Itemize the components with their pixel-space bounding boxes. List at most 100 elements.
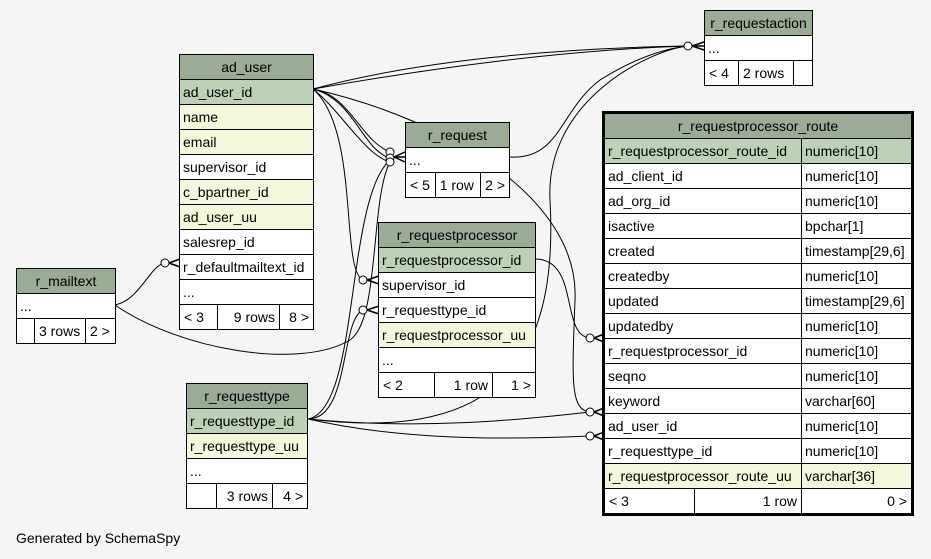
edge-requesttype-to-request [307, 159, 391, 420]
edge-processor-to-route [534, 258, 591, 339]
column-type: bpchar[1] [805, 218, 864, 234]
footer-parents[interactable]: < 2 [379, 373, 435, 397]
table-footer: < 2 1 row 1 > [379, 373, 535, 397]
edge-requesttype-to-route [307, 418, 591, 439]
edge-ad-user-to-requestaction [312, 45, 689, 90]
column-name: ad_user_id [605, 414, 802, 438]
table-footer: < 4 2 rows [705, 61, 812, 85]
fk-circle-route-user [585, 407, 595, 417]
table-header: r_requestprocessor_route [605, 114, 911, 139]
column-name: isactive [605, 214, 802, 238]
column-name: ad_org_id [605, 189, 802, 213]
column-name: updated [605, 289, 802, 313]
fk-circle-request-3 [385, 157, 395, 167]
footer-parents[interactable]: < 3 [180, 305, 218, 329]
column-type: varchar[36] [805, 468, 876, 484]
table-footer: < 3 9 rows 8 > [180, 305, 313, 329]
fk-circle-processor-requesttype [358, 305, 368, 315]
table-r-requestaction[interactable]: r_requestaction ... < 4 2 rows [704, 10, 813, 86]
footer-children[interactable]: 2 > [90, 323, 110, 339]
table-footer: < 5 1 row 2 > [406, 173, 509, 197]
table-row: name [180, 105, 313, 130]
table-r-requestprocessor-route[interactable]: r_requestprocessor_route r_requestproces… [602, 111, 914, 516]
column-type: numeric[10] [805, 143, 879, 159]
column-type: timestamp[29,6] [805, 243, 905, 259]
edge-ad-user-to-route-user [312, 88, 591, 413]
edge-requesttype-to-processor [307, 309, 364, 420]
column-name: r_requestprocessor_route_uu [605, 464, 802, 488]
footer-parents[interactable]: < 4 [705, 61, 739, 85]
column-type: numeric[10] [805, 418, 879, 434]
table-footer: < 3 1 row 0 > [605, 489, 911, 513]
fk-circle-processor-supervisor [358, 275, 368, 285]
column-type: numeric[10] [805, 193, 879, 209]
edge-mailtext-to-request [114, 161, 391, 355]
footer-children[interactable]: 4 > [283, 488, 303, 504]
column-type: numeric[10] [805, 368, 879, 384]
column-type: numeric[10] [805, 343, 879, 359]
footer-children[interactable]: 0 > [887, 493, 907, 509]
table-row-primary-key: ad_user_id [180, 80, 313, 105]
edge-mailtext-to-ad-user [114, 262, 166, 306]
table-r-mailtext[interactable]: r_mailtext ... 3 rows 2 > [16, 268, 116, 344]
table-row: ... [379, 348, 535, 373]
table-row: supervisor_id [180, 155, 313, 180]
table-row: ... [180, 280, 313, 305]
table-header: r_mailtext [17, 269, 115, 294]
footer-children[interactable]: 2 > [485, 177, 505, 193]
column-name: keyword [605, 389, 802, 413]
edge-ad-user-to-request-3 [312, 88, 391, 163]
footer-row-count: 3 rows [35, 319, 86, 343]
table-row: r_defaultmailtext_id [180, 255, 313, 280]
table-row: r_requesttype_id [379, 298, 535, 323]
footer-row-count: 1 row [695, 489, 802, 513]
edge-requesttype-to-requestaction [307, 45, 689, 424]
edge-ad-user-to-request-2 [312, 88, 391, 159]
generated-by-note: Generated by SchemaSpy [16, 530, 181, 546]
table-ad-user[interactable]: ad_user ad_user_id name email supervisor… [179, 54, 314, 330]
table-row: ad_user_uu [180, 205, 313, 230]
footer-row-count: 3 rows [217, 484, 273, 508]
column-type: numeric[10] [805, 443, 879, 459]
table-row: email [180, 130, 313, 155]
table-row: ... [187, 459, 307, 484]
footer-parents[interactable]: < 3 [605, 489, 695, 513]
footer-children[interactable]: 1 > [511, 377, 531, 393]
footer-parents[interactable] [187, 484, 217, 508]
edge-ad-user-to-processor-supervisor [312, 88, 364, 281]
fk-circle-requestaction [683, 41, 693, 51]
table-row-primary-key: r_requesttype_id [187, 409, 307, 434]
column-name: ad_client_id [605, 164, 802, 188]
table-r-request[interactable]: r_request ... < 5 1 row 2 > [405, 122, 510, 198]
footer-parents[interactable]: < 5 [406, 173, 436, 197]
table-row: ... [406, 148, 509, 173]
footer-row-count: 2 rows [739, 61, 794, 85]
table-row: ... [17, 294, 115, 319]
table-r-requesttype[interactable]: r_requesttype r_requesttype_id r_request… [186, 383, 308, 509]
table-r-requestprocessor[interactable]: r_requestprocessor r_requestprocessor_id… [378, 222, 536, 398]
footer-children[interactable] [794, 61, 812, 85]
table-header: r_requesttype [187, 384, 307, 409]
edge-ad-user-to-requestaction-2 [312, 45, 689, 90]
column-name: created [605, 239, 802, 263]
table-row: c_bpartner_id [180, 180, 313, 205]
edge-ad-user-to-request-1 [312, 88, 391, 153]
footer-children[interactable]: 8 > [289, 309, 309, 325]
table-header: r_requestprocessor [379, 223, 535, 248]
table-row: r_requestprocessor_uu [379, 323, 535, 348]
footer-parents[interactable] [17, 319, 35, 343]
table-row: supervisor_id [379, 273, 535, 298]
